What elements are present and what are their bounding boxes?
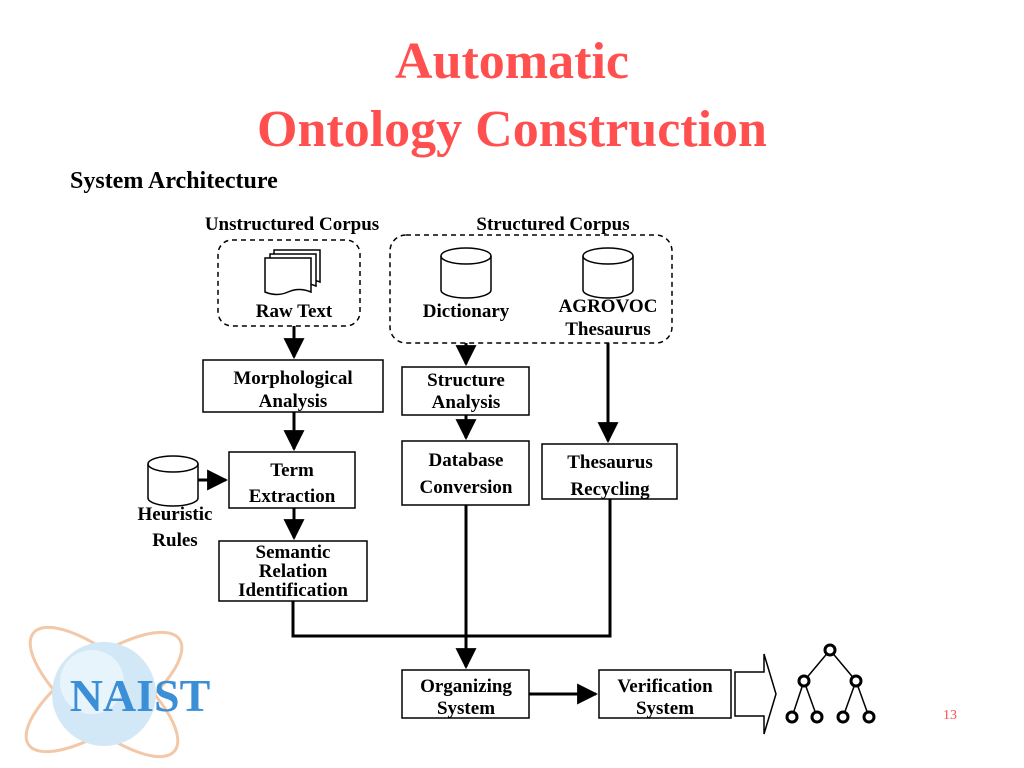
svg-text:Relation: Relation [259,561,328,582]
heuristic-rules-database-icon [147,455,199,507]
structured-corpus-group [389,234,673,344]
svg-text:Analysis: Analysis [259,391,328,412]
naist-logo: NAIST [24,625,211,759]
rules-label: Rules [152,530,197,551]
ontology-tree-icon [785,643,876,724]
thesaurus-recycling-box: Thesaurus Recycling [541,443,678,500]
agrovoc-label: AGROVOC [559,296,658,317]
svg-text:Organizing: Organizing [420,676,512,697]
slide-subtitle: System Architecture [70,168,278,194]
organizing-system-box: Organizing System [401,669,530,719]
svg-text:Conversion: Conversion [420,477,513,498]
svg-text:System: System [636,698,694,719]
svg-text:Database: Database [429,450,504,471]
verification-system-box: Verification System [598,669,732,719]
svg-text:Extraction: Extraction [249,486,336,507]
morphological-analysis-box: Morphological Analysis [202,359,384,413]
flow-connectors [198,326,619,705]
connector-semantic-recycling [291,499,612,638]
agrovoc-database-icon [582,247,634,299]
svg-text:Verification: Verification [617,676,713,697]
dictionary-database-icon [440,247,492,299]
svg-text:Semantic: Semantic [256,542,331,563]
unstructured-corpus-label: Unstructured Corpus [205,214,379,235]
svg-text:Analysis: Analysis [432,392,501,413]
naist-logo-text: NAIST [70,670,211,721]
dictionary-label: Dictionary [423,301,510,322]
svg-text:Identification: Identification [238,580,348,601]
slide-title-line1: Automatic [395,33,629,90]
svg-text:Structure: Structure [427,370,505,391]
structured-corpus-label: Structured Corpus [476,214,629,235]
term-extraction-box: Term Extraction [228,451,356,509]
heuristic-label: Heuristic [138,504,213,525]
structure-analysis-box: Structure Analysis [401,366,530,416]
unstructured-corpus-group [217,239,361,327]
output-arrow-icon [734,653,777,735]
svg-text:Recycling: Recycling [570,479,650,500]
svg-text:System: System [437,698,495,719]
slide-title-line2: Ontology Construction [257,101,767,158]
database-conversion-box: Database Conversion [401,440,530,506]
svg-text:Term: Term [270,460,314,481]
page-number: 13 [943,708,957,723]
svg-text:Thesaurus: Thesaurus [567,452,653,473]
svg-text:Morphological: Morphological [233,368,352,389]
document-stack-icon [264,249,321,296]
thesaurus-label: Thesaurus [565,319,651,340]
semantic-relation-identification-box: Semantic Relation Identification [218,540,368,602]
raw-text-label: Raw Text [256,301,333,322]
